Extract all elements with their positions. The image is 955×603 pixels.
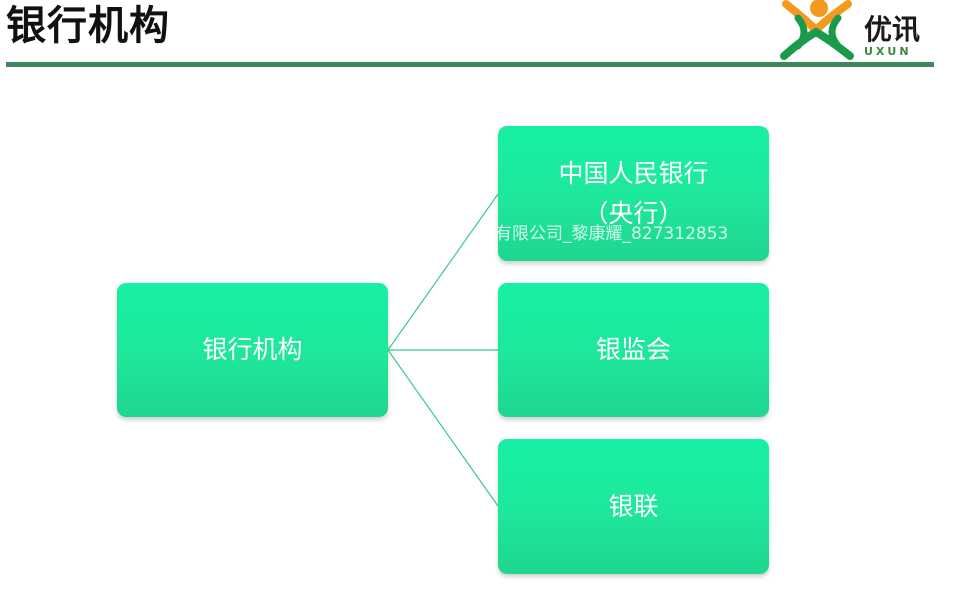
node-child-2: 银监会 — [498, 283, 769, 417]
logo-sub: UXUN — [864, 45, 912, 58]
uxun-logo: 优讯 UXUN — [776, 0, 936, 62]
node-child-1: 中国人民银行 （央行） — [498, 126, 769, 261]
node-root: 银行机构 — [117, 283, 388, 417]
connector-3 — [387, 349, 499, 507]
node-child-1-line1: 中国人民银行 — [558, 158, 709, 188]
watermark-text: r有限公司_黎康耀_827312853 — [488, 224, 729, 244]
node-child-2-label: 银监会 — [595, 335, 671, 364]
slide-title: 银行机构 — [6, 3, 170, 49]
node-root-label: 银行机构 — [202, 335, 303, 364]
title-divider — [6, 62, 934, 67]
node-child-3: 银联 — [498, 439, 769, 574]
node-child-3-label: 银联 — [608, 491, 659, 521]
connector-1 — [387, 193, 499, 351]
logo-mark-icon — [780, 0, 854, 60]
node-child-1-line2: （央行） — [583, 198, 684, 228]
logo-name: 优讯 — [864, 13, 921, 46]
